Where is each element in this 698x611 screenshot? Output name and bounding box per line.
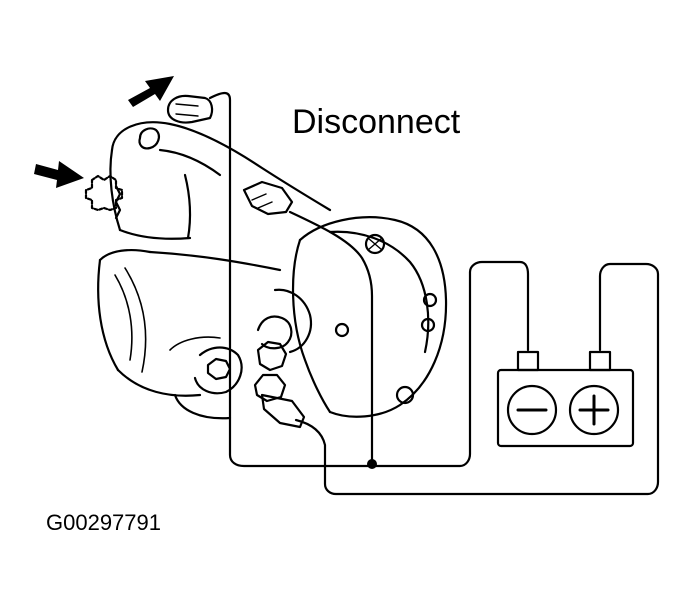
test-lead-wires	[208, 91, 660, 496]
wire-junction-dot	[367, 459, 377, 469]
battery-positive-terminal	[568, 384, 620, 436]
starter-motor-icon	[84, 121, 448, 429]
battery-icon	[496, 350, 635, 448]
battery-negative-terminal	[506, 384, 558, 436]
arrow-icon	[34, 161, 84, 188]
arrow-icon	[128, 76, 174, 107]
connector-plug-icon	[166, 94, 214, 124]
figure-id-label: G00297791	[46, 510, 161, 535]
disconnect-label: Disconnect	[292, 103, 461, 141]
